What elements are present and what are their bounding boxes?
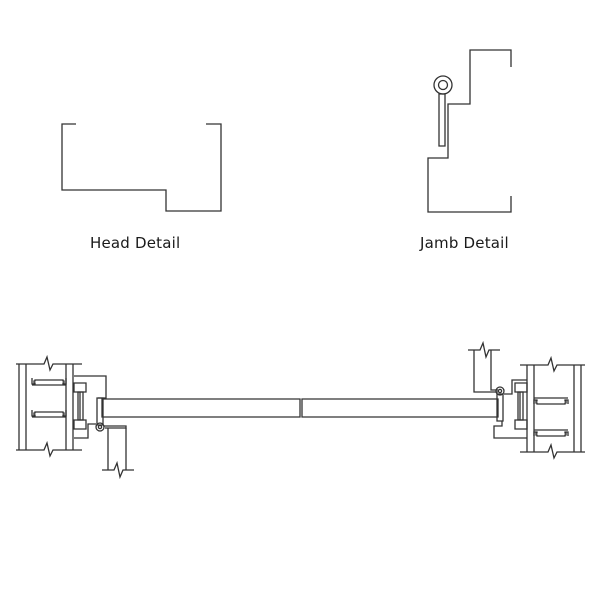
jamb-detail-label: Jamb Detail xyxy=(420,234,509,252)
head-detail-label: Head Detail xyxy=(90,234,181,252)
right-hinge-leaf xyxy=(497,394,503,421)
left-wall-section xyxy=(16,357,82,456)
right-door-frame xyxy=(468,343,527,438)
door-leaves xyxy=(102,399,498,417)
door-leaf-left xyxy=(102,399,300,417)
hinge-knuckle-icon xyxy=(434,76,452,94)
door-leaf-right xyxy=(302,399,498,417)
right-wall-section xyxy=(520,358,585,458)
left-door-frame xyxy=(74,376,134,477)
jamb-detail-profile xyxy=(428,50,511,212)
left-hinge-knuckle-icon xyxy=(96,423,104,431)
right-hinge-knuckle-icon xyxy=(496,387,504,395)
head-detail-profile xyxy=(62,124,221,211)
